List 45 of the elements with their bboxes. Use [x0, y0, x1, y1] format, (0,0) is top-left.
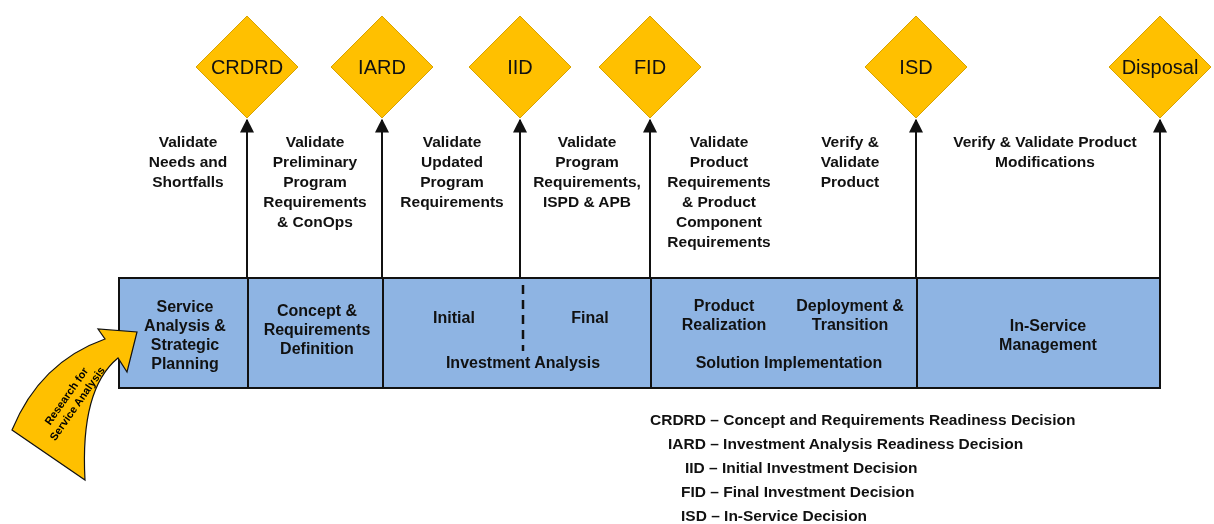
gate-criteria-text: Verify & Validate Product	[819, 132, 881, 192]
phase-label: Product Realization	[680, 296, 768, 334]
phase-box	[916, 277, 1161, 389]
phase-box	[650, 277, 918, 389]
decision-diamond	[864, 15, 968, 119]
arrow	[240, 118, 254, 278]
legend-text: IARD – Investment Analysis Readiness Decision	[668, 434, 1024, 454]
arrow	[909, 118, 923, 278]
decision-diamond	[598, 15, 702, 119]
phase-box	[118, 277, 249, 389]
legend-text: IID – Initial Investment Decision	[685, 458, 918, 478]
arrow	[513, 118, 527, 278]
phase-box	[382, 277, 652, 389]
phase-label: Solution Implementation	[694, 352, 884, 372]
phase-label: In-Service Management	[998, 316, 1098, 354]
gate-criteria-text: Validate Updated Program Requirements	[399, 132, 505, 212]
legend-text: FID – Final Investment Decision	[681, 482, 915, 502]
gate-criteria-text: Validate Product Requirements & Product Component Requirements	[666, 132, 772, 252]
phase-label: Final	[570, 307, 610, 327]
legend-text: CRDRD – Concept and Requirements Readiness Decision	[650, 410, 1076, 430]
decision-diamond	[468, 15, 572, 119]
decision-label: FID	[633, 55, 667, 79]
gate-criteria-text: Validate Program Requirements, ISPD & APB	[532, 132, 642, 212]
phase-label: Initial	[432, 307, 476, 327]
decision-label: IID	[507, 55, 533, 79]
phase-box	[247, 277, 384, 389]
phase-label: Concept & Requirements Definition	[262, 300, 372, 358]
decision-diamond	[195, 15, 299, 119]
curved-block-arrow	[10, 327, 140, 483]
decision-label: Disposal	[1121, 55, 1199, 79]
decision-label: ISD	[899, 55, 933, 79]
gate-criteria-text: Validate Preliminary Program Requirements & ConOps	[262, 132, 368, 232]
arrow	[643, 118, 657, 278]
arrow	[1153, 118, 1167, 278]
gate-criteria-text: Verify & Validate Product Modifications	[952, 132, 1138, 172]
phase-label: Service Analysis & Strategic Planning	[143, 297, 227, 373]
gate-criteria-text: Validate Needs and Shortfalls	[147, 132, 229, 192]
legend-text: ISD – In-Service Decision	[681, 506, 868, 524]
decision-label: IARD	[358, 55, 406, 79]
phase-label: Deployment & Transition	[795, 296, 905, 334]
decision-diamond	[1108, 15, 1212, 119]
phase-label: Investment Analysis	[444, 352, 602, 372]
arrow	[375, 118, 389, 278]
decision-label: CRDRD	[210, 55, 284, 79]
decision-diamond	[330, 15, 434, 119]
